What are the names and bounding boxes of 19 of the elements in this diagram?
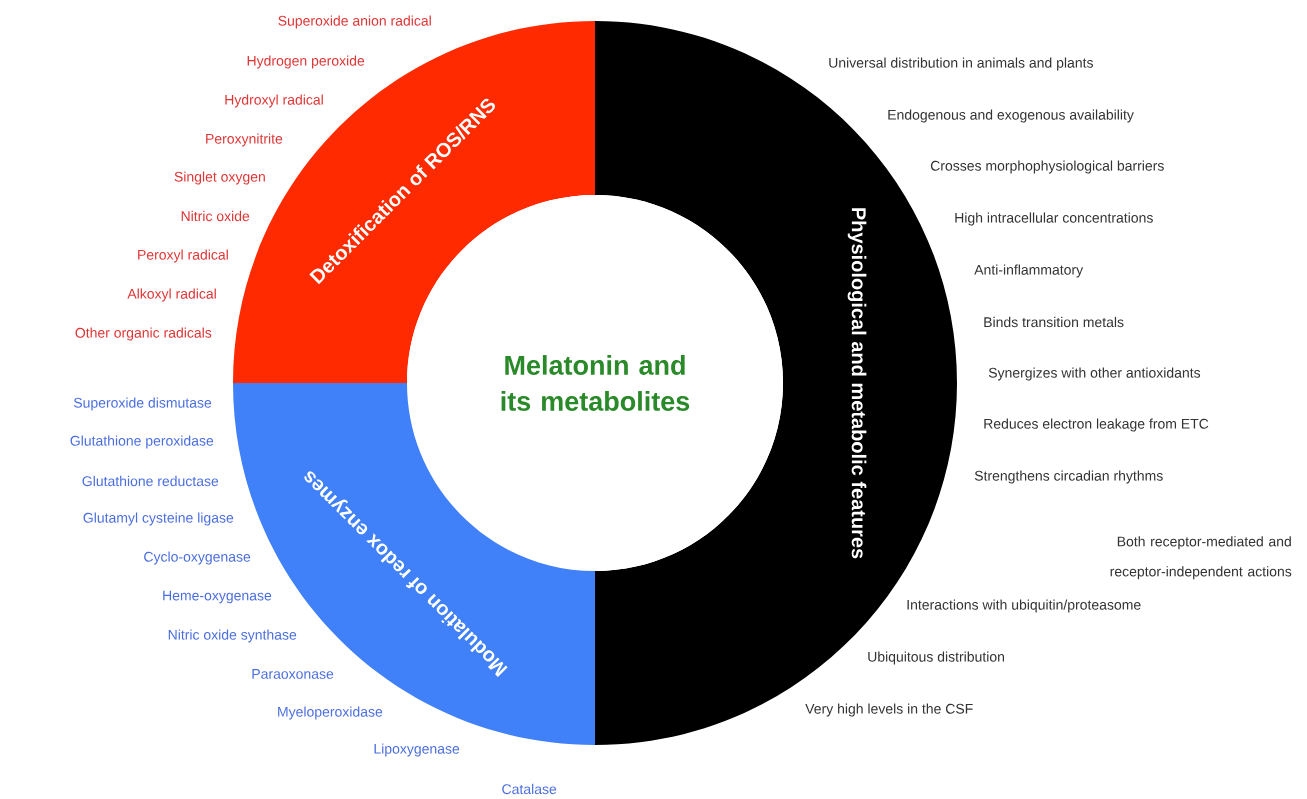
list-item: Strengthens circadian rhythms	[974, 470, 1163, 484]
list-item: Glutamyl cysteine ligase	[83, 512, 234, 526]
list-item: Reduces electron leakage from ETC	[984, 418, 1209, 432]
list-item: Catalase	[502, 783, 557, 795]
list-item: Other organic radicals	[75, 327, 212, 341]
list-item: Binds transition metals	[984, 316, 1124, 328]
list-item: Anti-inflammatory	[974, 264, 1084, 278]
list-item: Synergizes with other antioxidants	[988, 367, 1201, 381]
list-item: High intracellular concentrations	[955, 212, 1153, 226]
list-item: Glutathione reductase	[82, 475, 219, 487]
list-item: Glutathione peroxidase	[70, 435, 214, 449]
list-item: Hydrogen peroxide	[247, 55, 365, 69]
list-item: Myeloperoxidase	[278, 706, 383, 720]
list-item: Peroxyl radical	[138, 249, 228, 263]
list-item: Lipoxygenase	[374, 743, 460, 757]
list-item: Alkoxyl radical	[127, 288, 216, 302]
list-item: Superoxide dismutase	[73, 397, 212, 411]
list-item: Both receptor-mediated and receptor-independent actions	[1110, 536, 1292, 580]
list-item: Paraoxonase	[252, 669, 334, 679]
